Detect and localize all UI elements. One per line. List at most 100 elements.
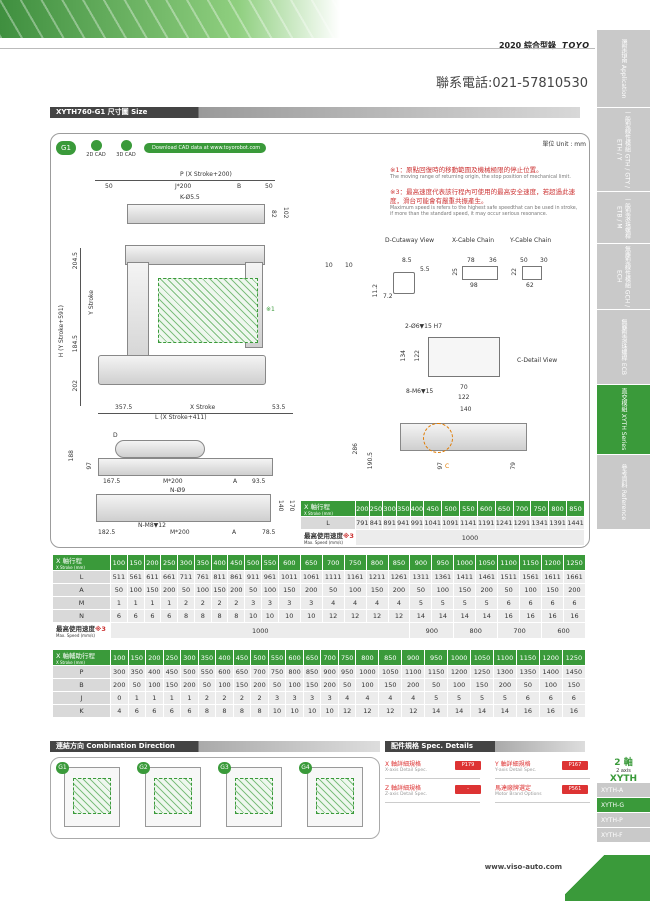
x-row-cell: 150 bbox=[143, 583, 162, 597]
small-stroke-cell: 850 bbox=[566, 500, 585, 517]
x-row-cell: 12 bbox=[387, 609, 411, 623]
y-row-cell: 50 bbox=[337, 678, 357, 692]
spec-z-page[interactable]: - bbox=[455, 785, 481, 794]
y-row-cell: 3 bbox=[267, 691, 287, 705]
y-stroke-cell: 1200 bbox=[538, 649, 563, 666]
combination-g3[interactable] bbox=[226, 767, 282, 827]
y-row-cell: 400 bbox=[145, 665, 164, 679]
small-stroke-cell: 450 bbox=[423, 500, 443, 517]
dim-102: 102 bbox=[282, 207, 289, 219]
cad-3d-button[interactable]: 3D CAD bbox=[116, 140, 136, 158]
dim-p: P (X Stroke+200) bbox=[180, 171, 232, 178]
x-row-cell: 1411 bbox=[453, 570, 477, 584]
small-stroke-cell: 650 bbox=[494, 500, 514, 517]
spec-x-page[interactable]: P179 bbox=[455, 761, 481, 770]
x-stroke-cell: 550 bbox=[261, 554, 279, 571]
x-row-cell: 6 bbox=[497, 596, 521, 610]
dim-72: 7.2 bbox=[383, 293, 393, 300]
combination-g4[interactable] bbox=[307, 767, 363, 827]
x-row-cell: 12 bbox=[365, 609, 389, 623]
y-row-cell: 5 bbox=[492, 691, 517, 705]
sidebar-tab-xyth[interactable]: 直交模組 XYTH Series bbox=[597, 385, 650, 455]
x-stroke-cell: 900 bbox=[409, 554, 433, 571]
combination-g2[interactable] bbox=[145, 767, 201, 827]
y-cable-shape bbox=[522, 266, 542, 280]
cad-2d-button[interactable]: 2D CAD bbox=[86, 140, 106, 158]
y-row-cell: 150 bbox=[162, 678, 182, 692]
y-row-cell: 700 bbox=[250, 665, 269, 679]
sidebar-tab-gth[interactable]: 一般型線性模組 GTH / GTY / ETH / Y bbox=[597, 108, 650, 192]
dim-1905: 190.5 bbox=[367, 452, 374, 470]
y-stroke-cell: 300 bbox=[180, 649, 199, 666]
unit-label: 單位 Unit : mm bbox=[542, 141, 586, 148]
x-row-cell: 1361 bbox=[431, 570, 455, 584]
series-tab-xyth-f[interactable]: XYTH-F bbox=[597, 828, 650, 843]
y-stroke-cell: 1250 bbox=[561, 649, 587, 666]
combination-title: 連結方向 Combination Direction bbox=[50, 741, 380, 752]
x-stroke-cell: 850 bbox=[387, 554, 411, 571]
download-cad-link[interactable]: Download CAD data at www.toyorobot.com bbox=[144, 143, 266, 153]
x-row-cell: 511 bbox=[110, 570, 128, 584]
dim-1845: 184.5 bbox=[72, 335, 79, 353]
dim-y-stroke: Y Stroke bbox=[88, 290, 95, 315]
x-row-cell: 150 bbox=[453, 583, 477, 597]
spec-y-page[interactable]: P167 bbox=[562, 761, 588, 770]
sidebar-tab-gch[interactable]: 無塵型線性模組 GCH / ECH bbox=[597, 244, 650, 310]
y-row-cell: 4 bbox=[401, 691, 426, 705]
x-row-cell: 8 bbox=[210, 609, 229, 623]
x-axis-side bbox=[98, 458, 273, 476]
sidebar-tab-etb[interactable]: 一般型滾珠螺桿 ETB / M bbox=[597, 192, 650, 244]
x-stroke-cell: 1050 bbox=[475, 554, 499, 571]
y-row-cell: 150 bbox=[302, 678, 322, 692]
y-row-cell: 16 bbox=[561, 704, 587, 718]
x-row-cell: 1 bbox=[160, 596, 179, 610]
y-stroke-cell: 450 bbox=[232, 649, 252, 666]
spec-motor-page[interactable]: P561 bbox=[562, 785, 588, 794]
y-stroke-cell: 150 bbox=[127, 649, 147, 666]
dim-78: 78 bbox=[467, 257, 475, 264]
series-tab-xyth-g[interactable]: XYTH-G bbox=[597, 798, 650, 813]
sidebar-tab-reference[interactable]: 參考資料 Reference bbox=[597, 455, 650, 530]
cad-2d-icon bbox=[90, 140, 102, 151]
small-l-cell: 991 bbox=[409, 516, 425, 530]
small-l-cell: 1141 bbox=[458, 516, 478, 530]
work-envelope bbox=[158, 278, 258, 343]
note-1: ※1：原點回復時的移動範圍及機械極限的停止位置。The moving range… bbox=[390, 166, 571, 180]
x-speed-800: 800 bbox=[453, 622, 499, 639]
y-row-cell: 14 bbox=[492, 704, 517, 718]
y-row-cell: 12 bbox=[355, 704, 380, 718]
small-stroke-cell: 550 bbox=[458, 500, 478, 517]
footer-website[interactable]: www.viso-auto.com bbox=[484, 863, 562, 871]
dim-2045: 204.5 bbox=[72, 252, 79, 270]
small-stroke-cell: 400 bbox=[409, 500, 425, 517]
x-row-cell: 1 bbox=[110, 596, 128, 610]
x-stroke-cell: 650 bbox=[299, 554, 323, 571]
x-stroke-cell: 200 bbox=[143, 554, 162, 571]
x-row-cell: 911 bbox=[244, 570, 263, 584]
x-row-cell: 1661 bbox=[563, 570, 586, 584]
series-tab-xyth-p[interactable]: XYTH-P bbox=[597, 813, 650, 828]
dim-82: 82 bbox=[270, 210, 277, 218]
dim-935: 93.5 bbox=[252, 478, 266, 485]
dim-140b: 140 bbox=[277, 500, 284, 512]
y-row-cell: 1 bbox=[127, 691, 147, 705]
x-stroke-cell: 1200 bbox=[541, 554, 564, 571]
y-row-cell: 10 bbox=[285, 704, 304, 718]
sidebar-tab-ecb[interactable]: 無塵型滾珠螺桿 ECB bbox=[597, 310, 650, 385]
y-axis-top-frame bbox=[125, 245, 265, 265]
g1-badge: G1 bbox=[56, 141, 76, 155]
sidebar-tab-application[interactable]: 選型指南 Application bbox=[597, 30, 650, 108]
small-l-cell: 891 bbox=[382, 516, 397, 530]
combination-g1[interactable] bbox=[64, 767, 120, 827]
x-row-cell: 3 bbox=[277, 596, 301, 610]
x-row-cell: 4 bbox=[321, 596, 345, 610]
series-tab-xyth-a[interactable]: XYTH-A bbox=[597, 783, 650, 798]
y-row-cell: 8 bbox=[232, 704, 252, 718]
